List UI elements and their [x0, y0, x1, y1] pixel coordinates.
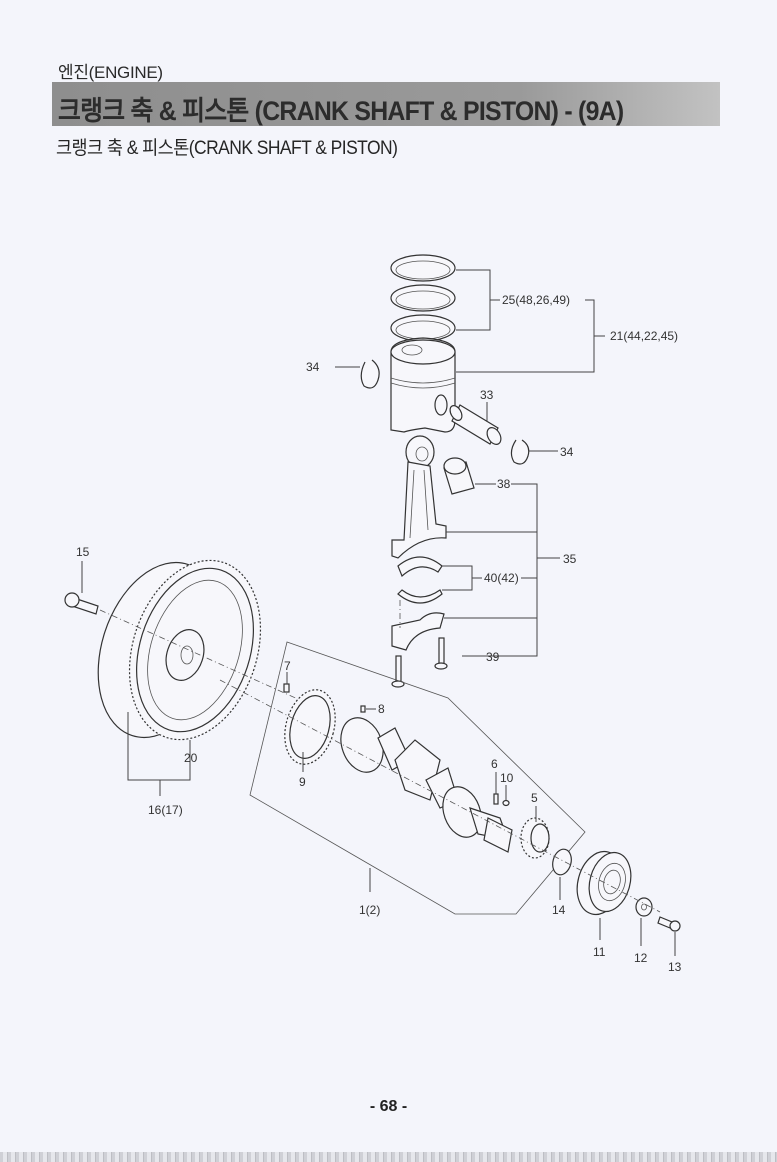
callout-15: 15 — [76, 545, 90, 559]
page-title: 크랭크 축 & 피스톤 (CRANK SHAFT & PISTON) - (9A… — [58, 96, 624, 126]
callout-34-right: 34 — [560, 445, 574, 459]
callout-39: 39 — [486, 650, 500, 664]
bearing-shells — [397, 556, 443, 604]
crankshaft-group-outline — [249, 641, 586, 915]
callout-40: 40(42) — [484, 571, 519, 585]
callout-12: 12 — [634, 951, 648, 965]
callout-16: 16(17) — [148, 803, 183, 817]
callout-8: 8 — [378, 702, 385, 716]
leader-25 — [456, 269, 500, 331]
o-ring — [552, 848, 572, 876]
callout-25: 25(48,26,49) — [502, 293, 570, 307]
leader-16-20 — [127, 712, 191, 796]
crankshaft — [340, 717, 513, 853]
callout-34-left: 34 — [306, 360, 320, 374]
bushing — [443, 457, 475, 495]
callout-1: 1(2) — [359, 903, 380, 917]
leader-40 — [442, 565, 482, 591]
flywheel — [97, 559, 262, 741]
callout-20: 20 — [184, 751, 198, 765]
washer — [635, 897, 653, 917]
rod-cap — [391, 612, 445, 651]
callout-5: 5 — [531, 791, 538, 805]
leader-35 — [444, 483, 560, 657]
title-bar: 크랭크 축 & 피스톤 (CRANK SHAFT & PISTON) - (9A… — [52, 82, 720, 126]
callout-35: 35 — [563, 552, 577, 566]
piston — [390, 337, 456, 433]
piston-ring-1 — [390, 254, 456, 282]
piston-ring-3 — [390, 314, 456, 342]
leader-21 — [456, 299, 605, 373]
key-10 — [502, 799, 510, 807]
pin-7 — [283, 683, 290, 693]
rod-bolts — [391, 637, 448, 688]
callout-6: 6 — [491, 757, 498, 771]
key-6 — [493, 793, 499, 805]
snap-ring-left — [360, 359, 380, 389]
piston-pin — [449, 404, 502, 445]
callout-14: 14 — [552, 903, 566, 917]
callout-21: 21(44,22,45) — [610, 329, 678, 343]
snap-ring-right — [510, 439, 530, 465]
crankshaft-center-line — [219, 679, 661, 913]
pin-8 — [360, 705, 366, 713]
page-number: - 68 - — [369, 1098, 408, 1115]
crankshaft-pulley — [576, 850, 632, 916]
callout-33: 33 — [480, 388, 494, 402]
callout-9: 9 — [299, 775, 306, 789]
callout-10: 10 — [500, 771, 514, 785]
crankshaft-gear — [520, 817, 550, 859]
scan-edge — [0, 1152, 777, 1162]
callout-7: 7 — [284, 659, 291, 673]
ring-gear — [284, 689, 336, 765]
piston-ring-set — [390, 254, 456, 342]
callout-38: 38 — [497, 477, 511, 491]
callout-13: 13 — [668, 960, 682, 974]
flywheel-center-line — [99, 609, 301, 701]
section-label: 엔진(ENGINE) — [58, 63, 163, 82]
piston-ring-2 — [390, 284, 456, 312]
diagram-subtitle: 크랭크 축 & 피스톤(CRANK SHAFT & PISTON) — [56, 138, 398, 159]
callout-11: 11 — [593, 945, 606, 959]
connecting-rod — [391, 435, 447, 559]
